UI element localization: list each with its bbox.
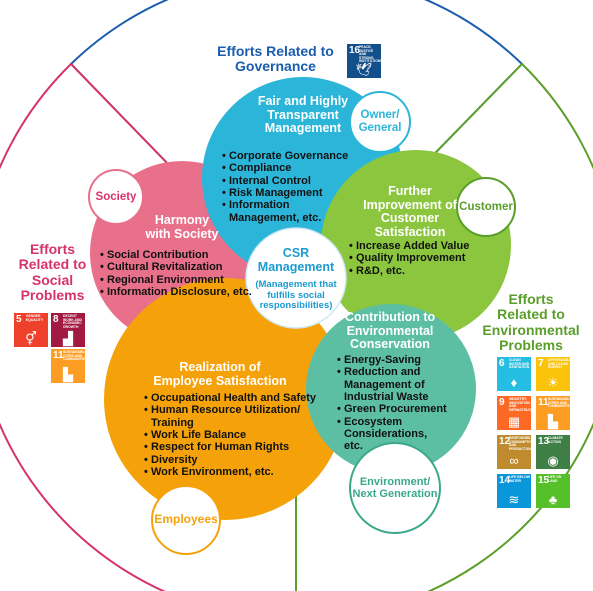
city-icon: ▙ [63, 367, 73, 382]
sdg-5-gender-equality-tile: 5 Gender Equality ⚥ [14, 313, 48, 347]
environment-item-list: Energy-Saving Reduction and Management o… [337, 354, 449, 453]
environmental-title-line2: Related to [497, 306, 565, 323]
sdg-11-sustainable-cities-tile: 11 Sustainable Cities and Communities ▙ [51, 349, 88, 383]
list-item: R&D, etc. [349, 265, 499, 278]
list-item: Green Procurement [337, 403, 449, 416]
employee-item-list: Occupational Health and Safety Human Res… [144, 392, 324, 479]
list-item: Occupational Health and Safety [144, 392, 324, 405]
employees-bubble-shape [151, 485, 221, 555]
social-title-line4: Problems [20, 287, 85, 304]
sdg-14-life-below-water-tile: 14 Life Below Water ≋ [497, 474, 531, 508]
environment-next-generation-bubble: Environment/ Next Generation [352, 475, 438, 500]
cubes-icon: ▦ [507, 414, 521, 429]
dove-icon: 🕊 [355, 62, 373, 77]
csr-center-title: CSR Management [257, 246, 335, 274]
governance-title-line2: Governance [235, 58, 316, 75]
social-title-line1: Efforts [29, 241, 76, 257]
list-item: Increase Added Value [349, 240, 499, 253]
sdg-7-clean-energy-tile: 7 Affordable and Clean Energy ☀ [536, 357, 572, 391]
customer-bubble-shape [456, 177, 516, 237]
sdg-12-responsible-consumption-tile: 12 Responsible Consumption and Productio… [497, 435, 535, 469]
employees-bubble: Employees [154, 512, 218, 527]
owner-general-bubble: Owner/ General [358, 109, 402, 134]
list-item: Work Environment, etc. [144, 466, 324, 479]
social-sector-title: Efforts Related to Social Problems [5, 241, 100, 304]
governance-sector-title: Efforts Related to Governance [203, 43, 348, 75]
society-circle-title: Harmony with Society [145, 213, 219, 241]
list-item: Internal Control [222, 175, 370, 188]
governance-item-list: Corporate Governance Compliance Internal… [222, 150, 370, 224]
growth-chart-icon: ▟ [63, 331, 73, 346]
social-title-line3: Social [31, 271, 74, 288]
list-item: Diversity [144, 454, 324, 467]
infinity-icon: ∞ [509, 453, 519, 468]
eye-globe-icon: ◉ [547, 453, 559, 468]
list-item: Information Management, etc. [222, 199, 329, 224]
environment-circle-title: Contribution to Environmental Conservati… [344, 310, 436, 351]
environmental-title-line1: Efforts [508, 291, 554, 307]
sdg-6-clean-water-tile: 6 Clean Water and Sanitation ♦ [497, 357, 531, 391]
list-item: Human Resource Utilization/ Training [144, 404, 311, 429]
sdg-16-peace-justice-tile: 16 Peace, Justice and Strong Institution… [347, 44, 383, 78]
customer-bubble: Customer [459, 200, 513, 213]
water-drop-icon: ♦ [510, 375, 518, 390]
tree-icon: ♣ [548, 492, 558, 507]
list-item: Respect for Human Rights [144, 441, 324, 454]
list-item: Risk Management [222, 187, 370, 200]
list-item: Information Disclosure, etc. [100, 286, 255, 299]
list-item: Regional Environment [100, 274, 255, 287]
list-item: Quality Improvement [349, 252, 499, 265]
sdg-8-decent-work-tile: 8 Decent Work and Economic Growth ▟ [51, 313, 85, 347]
sdg-9-industry-innovation-tile: 9 Industry, Innovation and Infrastructur… [497, 396, 541, 430]
list-item: Social Contribution [100, 249, 255, 262]
list-item: Compliance [222, 162, 370, 175]
society-bubble: Society [95, 190, 137, 203]
environmental-title-line3: Environmental [482, 321, 580, 338]
list-item: Corporate Governance [222, 150, 370, 163]
fish-icon: ≋ [508, 492, 520, 507]
list-item: Energy-Saving [337, 354, 449, 367]
sdg-11-sustainable-cities-env-tile: 11 Sustainable Cities and Communities ▙ [536, 396, 573, 430]
society-bubble-shape [88, 169, 144, 225]
environmental-sector-title: Efforts Related to Environmental Problem… [472, 291, 590, 354]
society-item-list: Social Contribution Cultural Revitalizat… [100, 249, 255, 299]
owner-bubble-shape [349, 91, 411, 153]
governance-title-line1: Efforts Related to [217, 43, 334, 59]
list-item: Cultural Revitalization [100, 261, 255, 274]
csr-center-subtitle: (Management that fulfills social respons… [255, 279, 337, 312]
employee-circle-title: Realization of Employee Satisfaction [153, 360, 287, 388]
city-icon: ▙ [548, 414, 558, 429]
sun-icon: ☀ [547, 375, 559, 390]
governance-circle-title: Fair and Highly Transparent Management [257, 94, 349, 135]
social-title-line2: Related to [18, 256, 87, 273]
sdg-13-climate-action-tile: 13 Climate Action ◉ [536, 435, 570, 469]
customer-circle-title: Further Improvement of Customer Satisfac… [363, 184, 457, 239]
customer-item-list: Increase Added Value Quality Improvement… [349, 240, 499, 277]
gender-icon: ⚥ [25, 331, 37, 346]
list-item: Reduction and Management of Industrial W… [337, 366, 449, 403]
list-item: Ecosystem Considerations, etc. [337, 416, 449, 453]
list-item: Work Life Balance [144, 429, 324, 442]
environmental-title-line4: Problems [499, 337, 563, 354]
sdg-15-life-on-land-tile: 15 Life on Land ♣ [536, 474, 570, 508]
